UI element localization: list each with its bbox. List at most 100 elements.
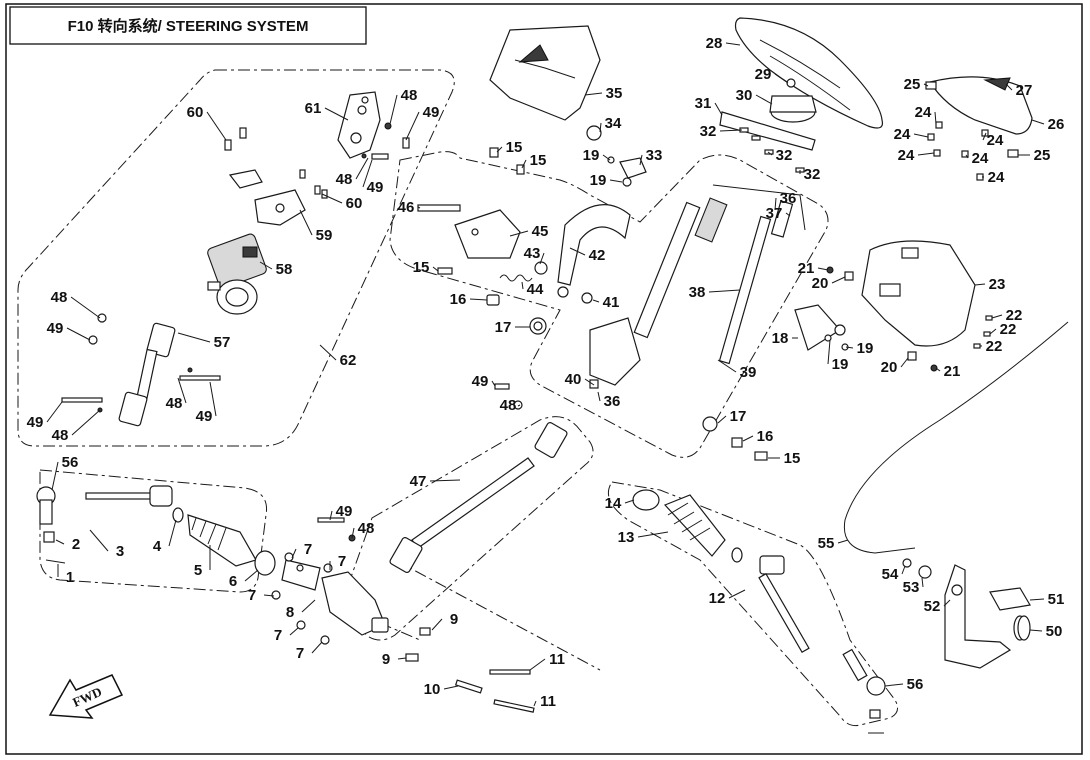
callout-19: 19 — [832, 356, 849, 373]
callout-19: 19 — [583, 147, 600, 164]
callout-60: 60 — [187, 104, 204, 121]
callout-15: 15 — [413, 259, 430, 276]
callout-9: 9 — [450, 611, 458, 628]
bracket-33 — [607, 156, 647, 187]
leader-line-48 — [71, 409, 101, 436]
pedal-42 — [557, 204, 631, 286]
callout-7: 7 — [248, 587, 256, 604]
tie-rod-joint-left — [149, 485, 173, 507]
leader-line-39 — [717, 359, 737, 373]
leader-line-7 — [289, 627, 299, 636]
callout-59: 59 — [316, 227, 333, 244]
leader-line-23 — [974, 283, 986, 286]
leader-line-17 — [717, 415, 727, 424]
steering-wheel-28 — [734, 17, 884, 129]
leader-line-9 — [397, 657, 407, 660]
bracket-small — [228, 169, 263, 189]
callout-60: 60 — [346, 195, 363, 212]
leader-line-48 — [517, 404, 521, 407]
callout-39: 39 — [740, 364, 757, 381]
shaft-38 — [718, 200, 794, 365]
leader-line-19 — [602, 154, 611, 161]
callout-19: 19 — [857, 340, 874, 357]
leader-line-10 — [443, 685, 459, 690]
leader-line-53 — [921, 577, 924, 588]
callout-31: 31 — [695, 95, 712, 112]
leader-line-11 — [533, 700, 537, 707]
leader-line-49 — [329, 510, 333, 521]
leader-line-48 — [355, 157, 369, 180]
leader-line-14 — [624, 499, 635, 504]
callout-47: 47 — [410, 473, 427, 490]
callout-6: 6 — [229, 573, 237, 590]
callout-17: 17 — [730, 408, 747, 425]
callout-40: 40 — [565, 371, 582, 388]
nut-54 — [902, 558, 912, 568]
leader-line-9 — [431, 618, 443, 631]
intermediate-shaft-57 — [118, 322, 176, 427]
callout-7: 7 — [296, 645, 304, 662]
leader-line-27 — [1005, 83, 1013, 91]
bracket-61 — [337, 91, 381, 159]
leader-line-49 — [405, 111, 420, 141]
leader-line-49 — [46, 401, 63, 423]
callout-62: 62 — [340, 352, 357, 369]
clamp-14 — [632, 489, 660, 511]
callout-55: 55 — [818, 535, 835, 552]
callout-21: 21 — [944, 363, 961, 380]
hub-30 — [769, 95, 817, 123]
bolt-46 — [417, 204, 461, 212]
outer-frame — [5, 3, 1083, 755]
leader-line-12 — [728, 589, 746, 599]
callout-51: 51 — [1048, 591, 1065, 608]
washer-small — [557, 286, 569, 298]
callout-48: 48 — [166, 395, 183, 412]
callout-24: 24 — [894, 126, 911, 143]
steering-gear-8 — [281, 559, 389, 636]
callout-24: 24 — [987, 132, 1004, 149]
leader-line-4 — [168, 519, 177, 547]
callout-46: 46 — [398, 199, 415, 216]
leader-line-60 — [206, 111, 227, 141]
bracket-59 — [254, 189, 306, 226]
callout-23: 23 — [989, 276, 1006, 293]
callout-49: 49 — [27, 414, 44, 431]
leader-line-24 — [917, 152, 935, 156]
leader-line-33 — [639, 154, 643, 166]
leader-lines — [46, 42, 1045, 707]
callout-7: 7 — [304, 541, 312, 558]
leader-line-35 — [584, 92, 603, 96]
nut-43 — [534, 261, 548, 275]
callout-36: 36 — [780, 190, 797, 207]
callout-42: 42 — [589, 247, 606, 264]
washer-53 — [918, 565, 932, 579]
callout-49: 49 — [47, 320, 64, 337]
leader-line-8 — [301, 599, 316, 613]
leader-line-16 — [469, 298, 488, 301]
leader-line-46 — [417, 206, 421, 209]
bracket-18 — [794, 304, 846, 351]
leader-line-36 — [597, 391, 601, 402]
leader-line-7 — [311, 641, 323, 654]
callout-50: 50 — [1046, 623, 1063, 640]
boot-5-left — [187, 514, 257, 567]
tie-rod-joint-right — [759, 555, 785, 575]
leader-line-32 — [767, 151, 773, 156]
leader-line-61 — [324, 107, 349, 121]
leader-line-21 — [817, 267, 829, 271]
leader-line-48 — [177, 377, 187, 404]
ring-4-left — [172, 507, 184, 523]
callout-11: 11 — [540, 693, 556, 710]
callout-24: 24 — [988, 169, 1005, 186]
cover-26 — [929, 76, 1033, 135]
pad-51 — [989, 587, 1031, 611]
leader-line-44 — [521, 281, 524, 290]
tie-rod-end-56-right — [842, 648, 886, 734]
leader-line-52 — [943, 599, 951, 607]
leader-line-38 — [708, 289, 741, 293]
leader-line-15 — [432, 266, 439, 272]
plate-31 — [719, 111, 816, 151]
callout-13: 13 — [618, 529, 635, 546]
group-39-outline — [389, 151, 829, 458]
